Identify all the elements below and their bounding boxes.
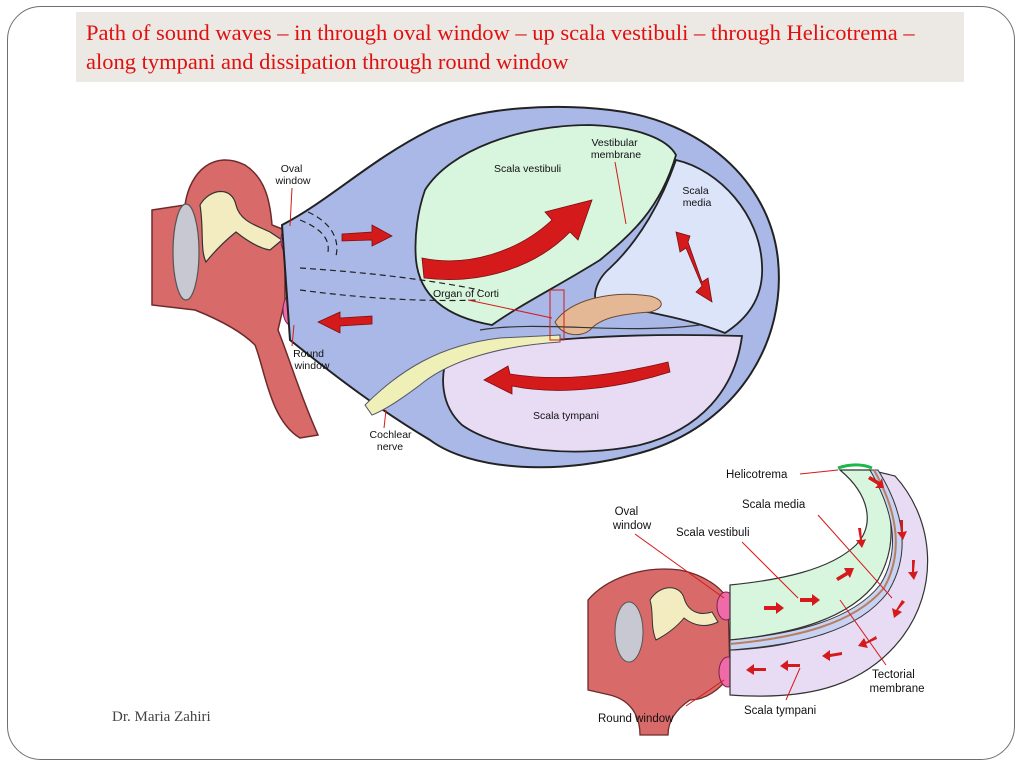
- svg-text:Round window: Round window: [293, 348, 330, 372]
- eardrum-small: [614, 601, 644, 663]
- label-oval-window-1: Oval: [281, 163, 303, 175]
- label-vestibular-membrane-1: Vestibular: [591, 137, 638, 149]
- label-oval-window-2: window: [274, 175, 310, 187]
- svg-text:Scala media: Scala media: [682, 185, 711, 209]
- title-box: Path of sound waves – in through oval wi…: [76, 12, 964, 82]
- svg-text:Cochlear nerve: Cochlear nerve: [370, 429, 415, 453]
- svg-text:Oval window: Oval window: [274, 163, 310, 187]
- arrow-along-vestibuli: [421, 199, 593, 280]
- label-oval-window-bottom-2: window: [612, 520, 652, 532]
- ossicles: [199, 190, 284, 264]
- label-oval-window-bottom-1: Oval: [615, 506, 639, 518]
- eardrum: [172, 203, 200, 301]
- svg-text:Tectorial membrane: Tectorial membrane: [870, 669, 925, 695]
- label-vestibular-membrane-2: membrane: [591, 149, 641, 161]
- label-scala-vestibuli-bottom: Scala vestibuli: [676, 527, 750, 539]
- arrow-out-round-window: [317, 311, 373, 334]
- label-round-window-2: window: [293, 360, 329, 372]
- label-tectorial-membrane-2: membrane: [870, 683, 925, 695]
- organ-of-corti: [554, 293, 662, 336]
- arrow-scala-media-bidirectional: [675, 231, 713, 303]
- cochlear-nerve: [364, 334, 561, 416]
- arrow-along-tympani: [483, 361, 671, 395]
- svg-text:Oval window: Oval window: [612, 506, 652, 532]
- svg-text:Vestibular membrane: Vestibular membrane: [591, 137, 641, 161]
- label-tectorial-membrane-1: Tectorial: [872, 669, 915, 681]
- arrow-into-vestibuli: [341, 224, 393, 247]
- label-cochlear-nerve-1: Cochlear: [370, 429, 413, 441]
- sound-wave-lines: [299, 211, 481, 302]
- label-scala-tympani: Scala tympani: [533, 410, 599, 422]
- tectorial-membrane-line: [729, 469, 897, 645]
- label-scala-media-bottom: Scala media: [742, 499, 806, 511]
- label-scala-media-2: media: [683, 197, 712, 209]
- flow-arrows-small: [746, 476, 918, 675]
- label-scala-tympani-bottom: Scala tympani: [744, 705, 816, 717]
- label-helicotrema: Helicotrema: [726, 469, 788, 481]
- ossicles-small: [649, 587, 719, 641]
- slide-title: Path of sound waves – in through oval wi…: [86, 20, 915, 74]
- label-scala-media-1: Scala: [682, 185, 708, 197]
- slide-footer: Dr. Maria Zahiri: [112, 709, 211, 725]
- label-scala-vestibuli: Scala vestibuli: [494, 163, 561, 175]
- label-round-window-1: Round: [293, 348, 324, 360]
- basilar-membrane: [479, 324, 701, 331]
- label-cochlear-nerve-2: nerve: [377, 441, 403, 453]
- label-round-window-bottom: Round window: [598, 713, 674, 725]
- label-organ-of-corti: Organ of Corti: [433, 288, 499, 300]
